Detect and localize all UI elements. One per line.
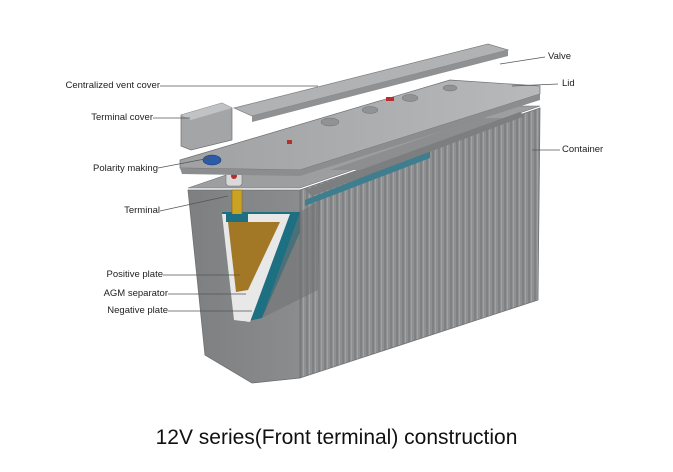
label-valve: Valve (548, 51, 572, 62)
label-agm-separator: AGM separator (103, 288, 168, 299)
label-lid: Lid (562, 78, 575, 89)
cell-compartments (305, 112, 525, 206)
label-polarity-making: Polarity making (93, 163, 158, 174)
label-centralized-vent-cover: Centralized vent cover (65, 80, 160, 91)
label-terminal-cover: Terminal cover (91, 112, 153, 123)
leader-lines (153, 56, 560, 312)
label-negative-plate: Negative plate (107, 305, 168, 316)
lid (179, 79, 541, 176)
cell-plates (222, 200, 320, 322)
label-container: Container (562, 144, 604, 155)
polarity-marking (202, 154, 222, 166)
caption: 12V series(Front terminal) construction (155, 426, 518, 449)
positive-plate-shape (228, 222, 280, 292)
inner-wall-shape (262, 200, 320, 318)
terminal-cover-part (180, 102, 233, 151)
label-terminal: Terminal (124, 205, 160, 216)
label-positive-plate: Positive plate (106, 269, 163, 280)
